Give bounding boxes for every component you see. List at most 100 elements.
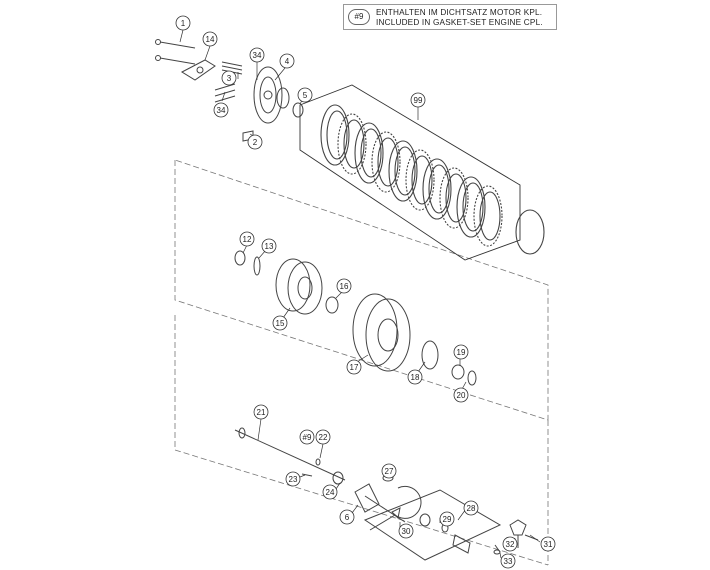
- callout-number: 21: [257, 408, 266, 417]
- clutch-plate: [439, 167, 469, 229]
- callout-circle: [336, 278, 352, 294]
- callout-number: 17: [350, 363, 359, 372]
- spring-ring: [515, 209, 545, 255]
- callout-circle: [175, 15, 191, 31]
- callout-4: 4: [279, 53, 295, 69]
- callout-15: 15: [272, 315, 288, 331]
- clutch-plate: [388, 140, 418, 202]
- callout-circle: [285, 471, 301, 487]
- callout-number: 30: [402, 527, 411, 536]
- clutch-plate-inner: [462, 182, 484, 232]
- leader-lines: [179, 29, 541, 559]
- callout-6: 6: [339, 509, 355, 525]
- release-shaft-group: [354, 474, 539, 561]
- callout-99: 99: [410, 92, 426, 108]
- callout-number: 12: [243, 235, 252, 244]
- callout-circle: [272, 315, 288, 331]
- callout-2: 2: [247, 134, 263, 150]
- gasket-note-box: #9 ENTHALTEN IM DICHTSATZ MOTOR KPL. INC…: [343, 4, 557, 30]
- callout-14: 14: [202, 31, 218, 47]
- callout-circle: [439, 511, 455, 527]
- callout-circle: [297, 87, 313, 103]
- callout-circle: [339, 509, 355, 525]
- plate-pack-frame: [299, 84, 521, 261]
- clutch-plate-inner: [411, 155, 433, 205]
- callout-number: 4: [285, 57, 290, 66]
- callout-16: 16: [336, 278, 352, 294]
- callout-28: 28: [463, 500, 479, 516]
- callout-number: 32: [506, 540, 515, 549]
- pressure-plate-group: [155, 39, 304, 142]
- callout-hash-9: #9: [299, 429, 315, 445]
- callout-5: 5: [297, 87, 313, 103]
- callout-number: 14: [206, 35, 215, 44]
- callout-circle: [315, 429, 331, 445]
- note-line-german: ENTHALTEN IM DICHTSATZ MOTOR KPL.: [376, 8, 543, 17]
- clutch-plate-inner: [479, 191, 501, 241]
- callout-circle: [540, 536, 556, 552]
- callout-18: 18: [407, 369, 423, 385]
- callout-23: 23: [285, 471, 301, 487]
- clutch-plate: [337, 113, 367, 175]
- callout-34: 34: [249, 47, 265, 63]
- callout-circle: [239, 231, 255, 247]
- callout-number: 27: [385, 467, 394, 476]
- outer-basket: [352, 293, 477, 386]
- clutch-plate-inner: [394, 146, 416, 196]
- callout-number: 18: [411, 373, 420, 382]
- clutch-plate-inner: [428, 164, 450, 214]
- callout-circle: [279, 53, 295, 69]
- callout-circle: [249, 47, 265, 63]
- callout-number: 31: [544, 540, 553, 549]
- callout-20: 20: [453, 387, 469, 403]
- note-badge: #9: [348, 9, 370, 25]
- callout-circle: [322, 484, 338, 500]
- clutch-plate-inner: [445, 173, 467, 223]
- callout-circle: [407, 369, 423, 385]
- callout-circle: [453, 344, 469, 360]
- callout-33: 33: [500, 553, 516, 569]
- callout-circle: [453, 387, 469, 403]
- clutch-plate-inner: [360, 128, 382, 178]
- callout-22: 22: [315, 429, 331, 445]
- callout-circle: [346, 359, 362, 375]
- callout-24: 24: [322, 484, 338, 500]
- callout-number: 6: [345, 513, 350, 522]
- callout-number: 22: [319, 433, 328, 442]
- callout-number: 16: [340, 282, 349, 291]
- callout-32: 32: [502, 536, 518, 552]
- callout-13: 13: [261, 238, 277, 254]
- callout-circle: [213, 102, 229, 118]
- callout-circle: [381, 463, 397, 479]
- callout-30: 30: [398, 523, 414, 539]
- clutch-plate-inner: [343, 119, 365, 169]
- clutch-plate: [371, 131, 401, 193]
- callout-circle: [261, 238, 277, 254]
- callout-34: 34: [213, 102, 229, 118]
- callout-number: 29: [443, 515, 452, 524]
- callout-number: 15: [276, 319, 285, 328]
- callout-number: 33: [504, 557, 513, 566]
- callout-circle: [221, 70, 237, 86]
- callout-number: 13: [265, 242, 274, 251]
- callout-circle: [253, 404, 269, 420]
- callout-number: 28: [467, 504, 476, 513]
- callout-number: 24: [326, 488, 335, 497]
- callout-1: 1: [175, 15, 191, 31]
- callout-circle: [398, 523, 414, 539]
- callout-number: 1: [181, 19, 186, 28]
- note-line-english: INCLUDED IN GASKET-SET ENGINE CPL.: [376, 18, 543, 27]
- callout-31: 31: [540, 536, 556, 552]
- callout-21: 21: [253, 404, 269, 420]
- callout-number: 34: [253, 51, 262, 60]
- callout-17: 17: [346, 359, 362, 375]
- clutch-plate: [456, 176, 486, 238]
- clutch-plate: [422, 158, 452, 220]
- callout-number: 99: [414, 96, 423, 105]
- callout-number: #9: [303, 433, 312, 442]
- clutch-plate: [320, 104, 350, 166]
- callout-number: 20: [457, 391, 466, 400]
